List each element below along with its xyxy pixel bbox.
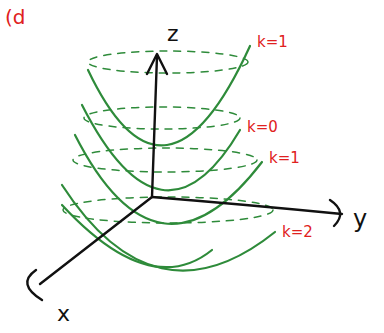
axis-label: x [56, 302, 71, 326]
level-label: k=2 [281, 224, 314, 241]
level-label: k=0 [246, 119, 279, 136]
level-label: k=1 [268, 150, 301, 167]
y-axis [152, 197, 342, 214]
axis-arrowhead [330, 200, 340, 226]
surface-rim [73, 148, 257, 172]
axis-label: y [352, 206, 368, 232]
x-axis [40, 197, 152, 284]
level-surface [62, 205, 212, 267]
surface-rim [88, 51, 248, 73]
surface-rim [84, 107, 240, 129]
part-label: (d [4, 6, 27, 28]
axis-arrowhead [147, 54, 167, 74]
surface-rim [63, 197, 273, 223]
level-surface [82, 105, 240, 190]
level-label: k=1 [256, 34, 289, 51]
axis-label: z [166, 22, 180, 46]
z-axis [152, 56, 157, 197]
level-surface [88, 46, 250, 145]
axis-arrowhead [27, 270, 42, 300]
